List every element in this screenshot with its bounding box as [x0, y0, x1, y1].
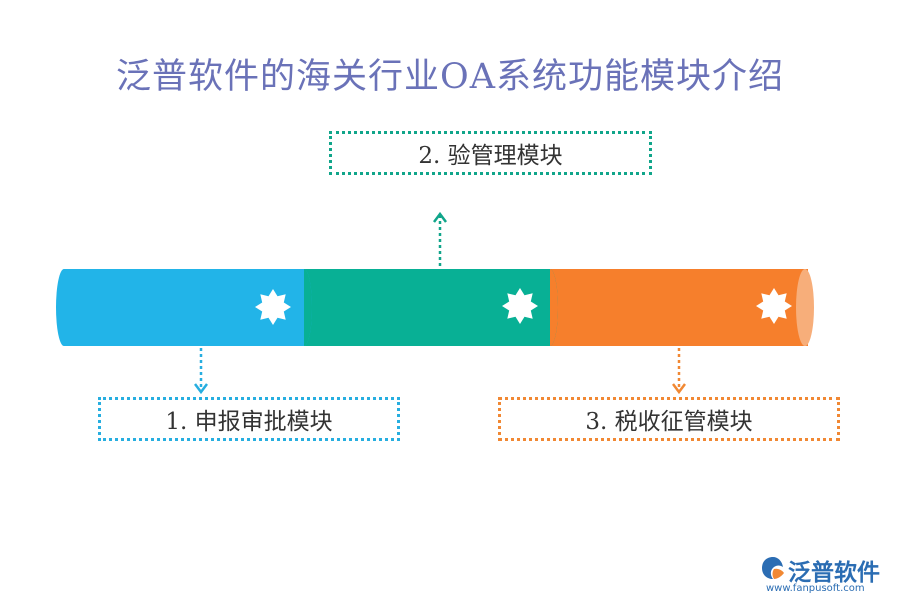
logo-name: 泛普软件	[788, 560, 880, 586]
brand-logo: 泛普软件 www.fanpusoft.com	[760, 551, 890, 595]
logo-url: www.fanpusoft.com	[766, 583, 865, 594]
gear-icon	[756, 288, 792, 324]
module-box-2: 2. 验管理模块	[329, 131, 652, 175]
connector-arrow-1	[194, 348, 208, 395]
gear-icon	[502, 288, 538, 324]
module-label-2: 2. 验管理模块	[418, 143, 563, 169]
pipe-end-cap	[796, 269, 814, 346]
module-box-1: 1. 申报审批模块	[98, 397, 400, 441]
page-title: 泛普软件的海关行业OA系统功能模块介绍	[116, 57, 784, 97]
module-label-1: 1. 申报审批模块	[165, 409, 333, 435]
module-label-3: 3. 税收征管模块	[585, 409, 753, 435]
connector-arrow-2	[433, 211, 447, 266]
gear-icon	[255, 289, 291, 325]
module-box-3: 3. 税收征管模块	[498, 397, 840, 441]
connector-arrow-3	[672, 348, 686, 395]
fanpu-logo-icon	[762, 557, 784, 579]
